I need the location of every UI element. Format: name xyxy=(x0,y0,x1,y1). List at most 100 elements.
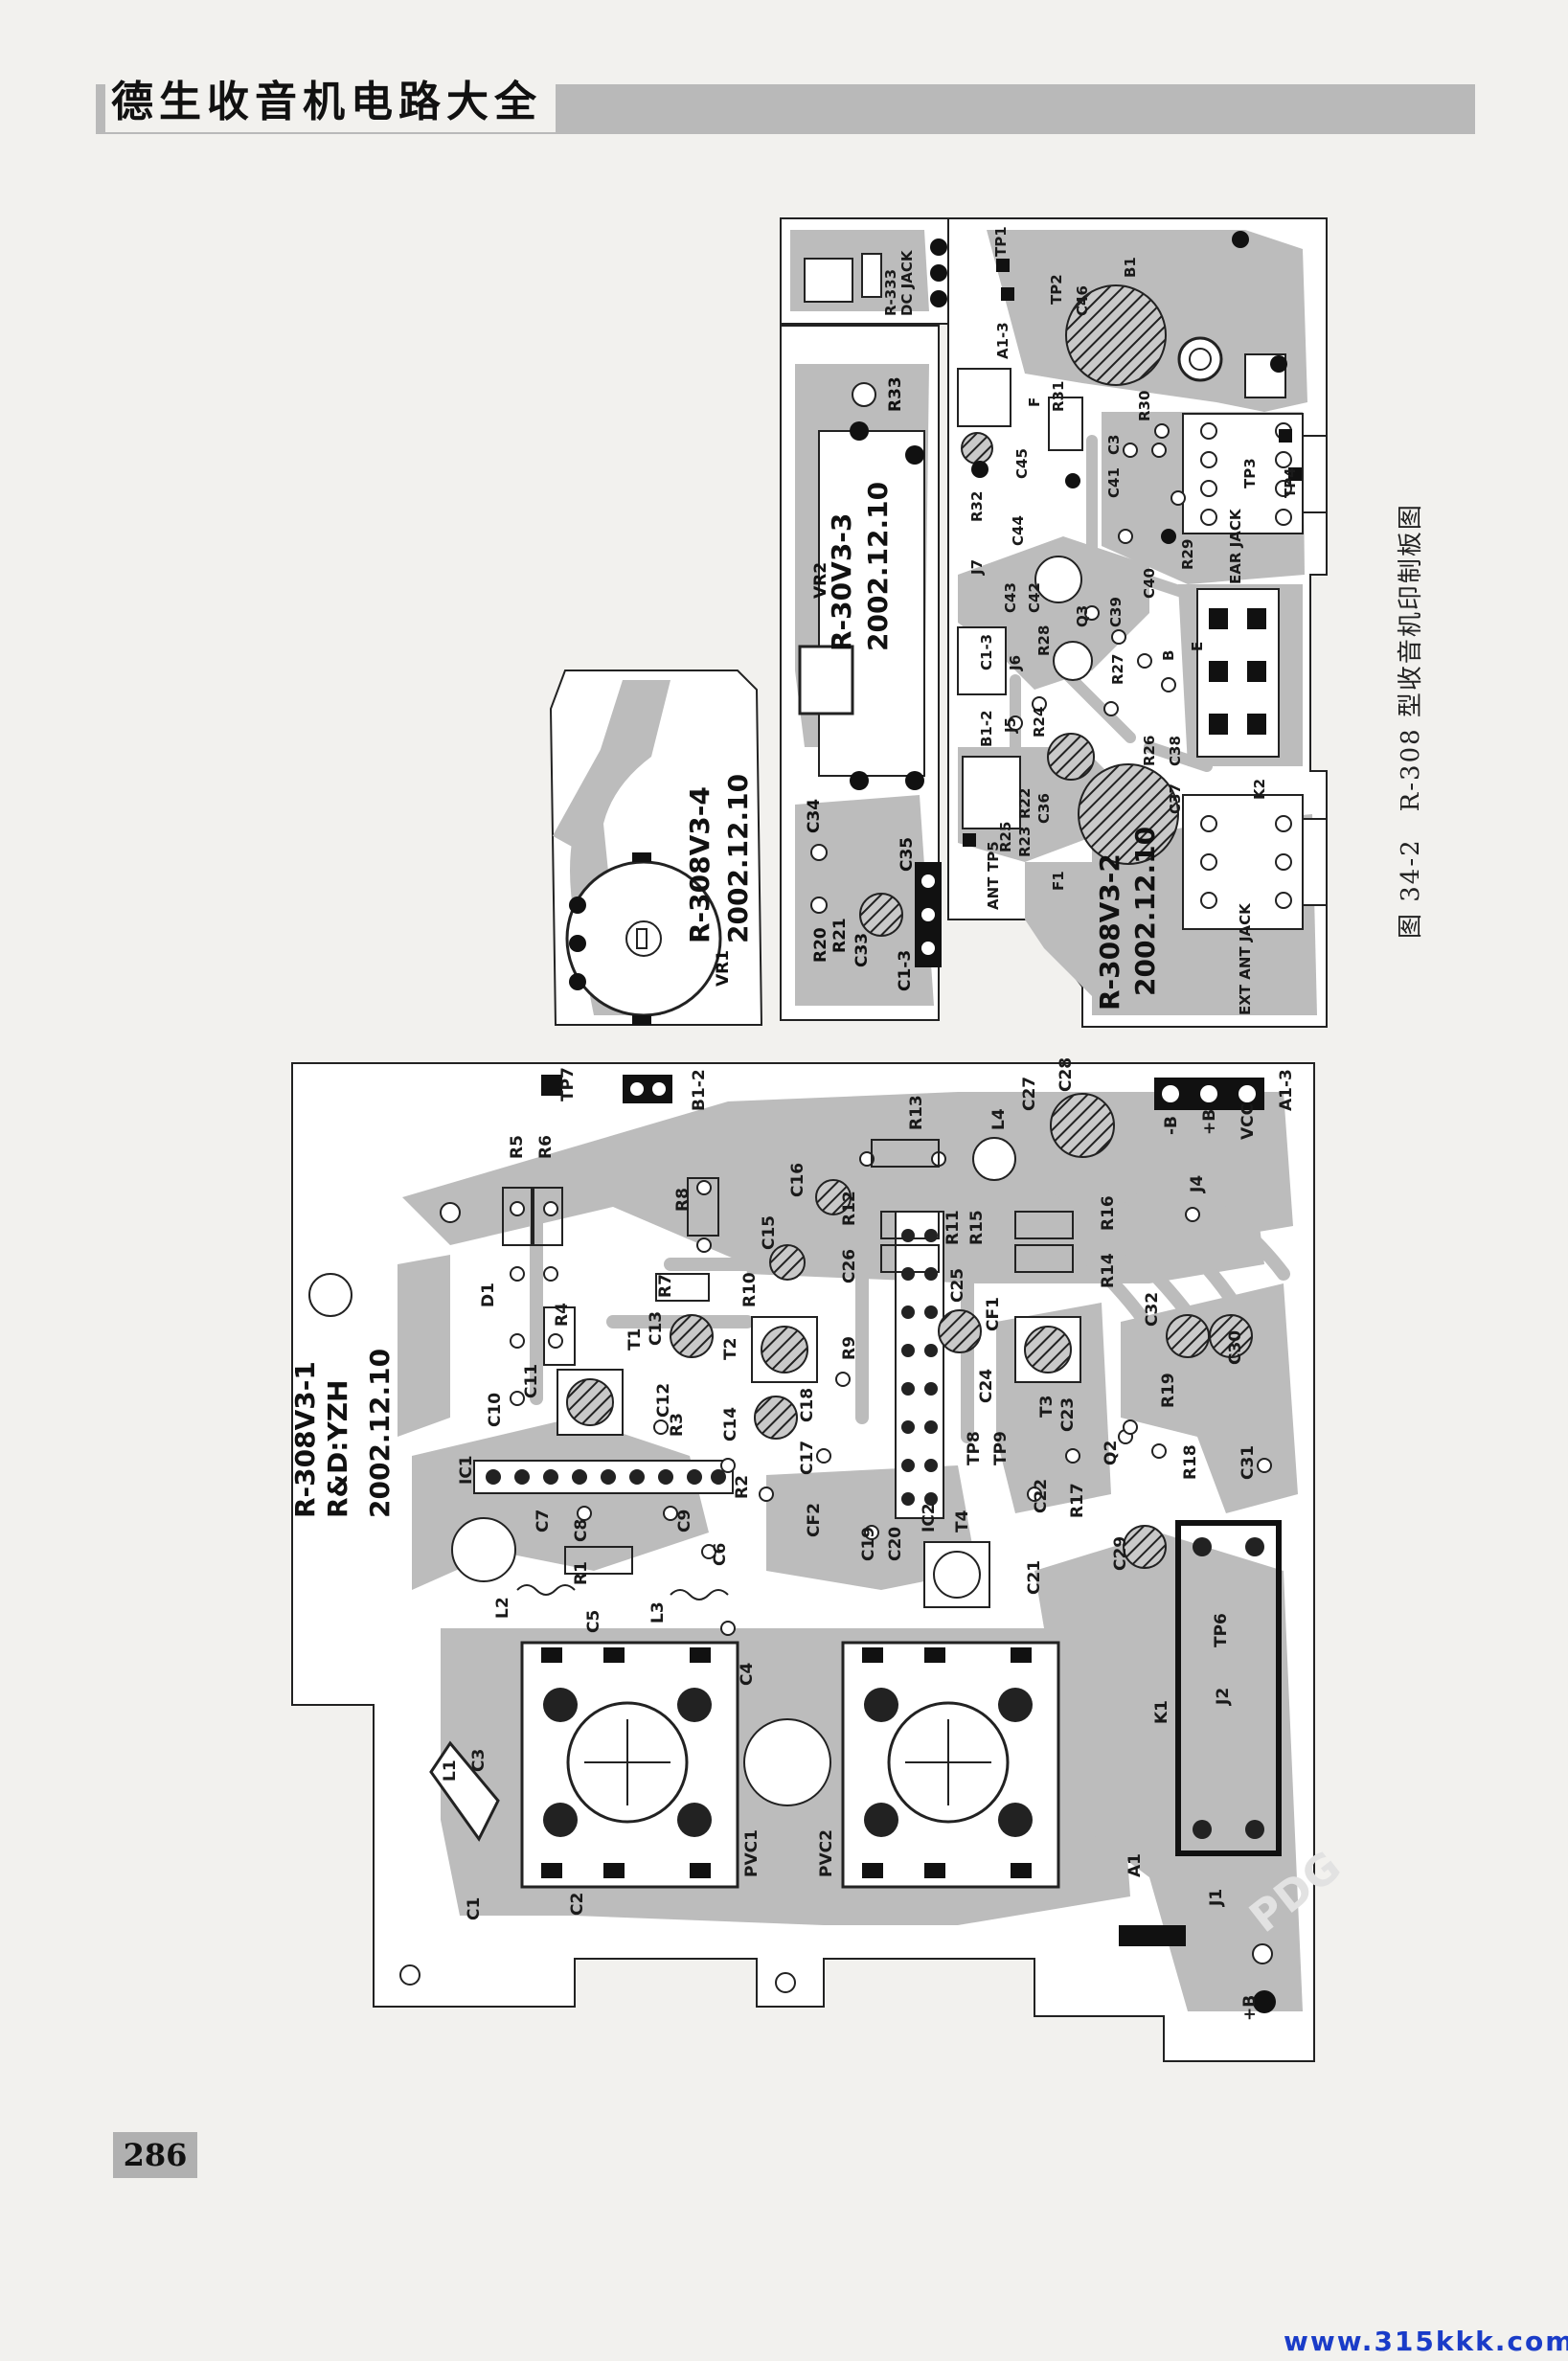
label-pvc1: PVC1 xyxy=(742,1829,761,1877)
label-ext-ant-jack: EXT ANT JACK xyxy=(1237,902,1254,1015)
label-pos-b: +B xyxy=(1200,1109,1219,1135)
label-c12: C12 xyxy=(654,1383,673,1418)
label-a1-3-upper: A1-3 xyxy=(994,322,1011,359)
label-r27: R27 xyxy=(1109,654,1126,685)
main-board-designer: R&D:YZH xyxy=(322,1380,353,1518)
label-j2: J2 xyxy=(1214,1688,1233,1706)
transformer-t3 xyxy=(1014,1316,1081,1383)
label-r2: R2 xyxy=(733,1475,752,1499)
label-c1: C1 xyxy=(465,1897,484,1920)
label-b1: B1 xyxy=(1122,257,1139,278)
label-r15: R15 xyxy=(967,1210,987,1245)
label-r29: R29 xyxy=(1179,539,1196,570)
label-r1: R1 xyxy=(572,1561,591,1585)
label-r16: R16 xyxy=(1099,1195,1118,1231)
site-url[interactable]: www.315kkk.com xyxy=(1284,2326,1568,2357)
label-k2: K2 xyxy=(1251,779,1268,800)
upper-board-id: R-308V3-2 2002.12.10 xyxy=(1094,827,1161,1010)
vr1-board-name: R-308V3-4 xyxy=(684,786,716,943)
label-l1: L1 xyxy=(441,1759,460,1782)
label-a1: A1 xyxy=(1125,1853,1145,1877)
upper-board xyxy=(780,217,1328,1028)
label-c40: C40 xyxy=(1141,568,1158,599)
label-r26: R26 xyxy=(1141,736,1158,766)
vr2-body xyxy=(818,430,925,777)
label-t4: T4 xyxy=(953,1510,972,1532)
label-c6: C6 xyxy=(711,1543,730,1566)
label-c39: C39 xyxy=(1107,597,1125,627)
label-c29: C29 xyxy=(1111,1536,1130,1571)
label-r14: R14 xyxy=(1099,1253,1118,1288)
label-t1: T1 xyxy=(625,1328,645,1351)
label-tp1: TP1 xyxy=(992,226,1010,257)
c46-capacitor xyxy=(1065,284,1167,386)
vr1-board-date: 2002.12.10 xyxy=(722,774,754,943)
main-board-id: R-308V3-1 R&D:YZH 2002.12.10 xyxy=(289,1349,396,1518)
upper-board-date: 2002.12.10 xyxy=(1129,827,1161,996)
figure-caption: 图 34-2 R-308 型收音机印制板图 xyxy=(1397,503,1425,939)
page-number: 286 xyxy=(113,2132,197,2178)
label-c20: C20 xyxy=(886,1527,905,1561)
label-r31: R31 xyxy=(1050,381,1067,412)
label-r23: R23 xyxy=(1016,827,1034,857)
label-l3: L3 xyxy=(648,1601,668,1623)
label-c1-3-vr2: C1-3 xyxy=(896,950,915,991)
label-k1: K1 xyxy=(1152,1700,1171,1724)
label-c36: C36 xyxy=(1035,793,1053,824)
label-tp5: TP5 xyxy=(985,841,1002,872)
label-c11: C11 xyxy=(522,1364,541,1398)
label-r17: R17 xyxy=(1068,1483,1087,1518)
label-tp2: TP2 xyxy=(1048,274,1065,305)
label-e: E xyxy=(1189,642,1206,651)
vr2-labels: R-30V3-3 2002.12.10 R33 VR2 C34 C35 R20 … xyxy=(805,376,917,991)
label-f: F xyxy=(1026,397,1043,407)
vr2-knob xyxy=(798,645,854,715)
label-ic1: IC1 xyxy=(457,1455,476,1485)
pvc1-block xyxy=(520,1641,739,1889)
label-c3: C3 xyxy=(469,1749,489,1772)
main-board-name: R-308V3-1 xyxy=(289,1361,321,1518)
label-c10: C10 xyxy=(486,1393,505,1427)
main-board xyxy=(291,1062,1315,2062)
relay-k1 xyxy=(1175,1520,1282,1856)
main-connector-pads xyxy=(541,1075,1276,2013)
coil-l1 xyxy=(429,1740,500,1842)
label-c15: C15 xyxy=(760,1215,779,1250)
label-r-333: R-333 xyxy=(882,269,899,316)
mounting-holes xyxy=(399,1202,1273,1993)
label-c35: C35 xyxy=(898,837,917,872)
label-c34: C34 xyxy=(805,799,824,833)
label-dc-jack-small: DC JACK xyxy=(898,249,916,316)
label-tp8: TP8 xyxy=(965,1431,984,1465)
vr1-board xyxy=(549,670,763,1026)
main-board-date: 2002.12.10 xyxy=(364,1349,396,1518)
label-r18: R18 xyxy=(1181,1444,1200,1480)
label-c42: C42 xyxy=(1026,582,1043,613)
label-ear-jack: EAR JACK xyxy=(1227,508,1244,584)
label-l4: L4 xyxy=(989,1108,1009,1130)
label-l2: L2 xyxy=(493,1597,512,1619)
label-b1-2-upper: B1-2 xyxy=(978,710,995,747)
label-c41: C41 xyxy=(1105,467,1123,498)
label-ic2: IC2 xyxy=(920,1503,939,1532)
label-c27: C27 xyxy=(1020,1077,1039,1111)
label-pvc2: PVC2 xyxy=(817,1829,836,1877)
label-vr1: VR1 xyxy=(714,950,733,987)
label-r3: R3 xyxy=(668,1413,687,1437)
label-c1-3-upper: C1-3 xyxy=(978,634,995,670)
label-c3-upper: C3 xyxy=(1105,435,1123,455)
label-r22: R22 xyxy=(1016,788,1034,819)
book-title: 德生收音机电路大全 xyxy=(105,67,556,132)
label-c21: C21 xyxy=(1025,1560,1044,1595)
label-c18: C18 xyxy=(798,1388,817,1422)
label-r12: R12 xyxy=(840,1191,859,1226)
label-r25: R25 xyxy=(997,822,1014,852)
label-c25: C25 xyxy=(948,1268,967,1303)
label-r4: R4 xyxy=(553,1303,572,1327)
center-hole xyxy=(743,1718,831,1806)
label-a1-3: A1-3 xyxy=(1277,1069,1296,1111)
label-j4: J4 xyxy=(1188,1175,1207,1193)
label-c8: C8 xyxy=(572,1519,591,1542)
label-neg-b: -B xyxy=(1162,1116,1181,1135)
